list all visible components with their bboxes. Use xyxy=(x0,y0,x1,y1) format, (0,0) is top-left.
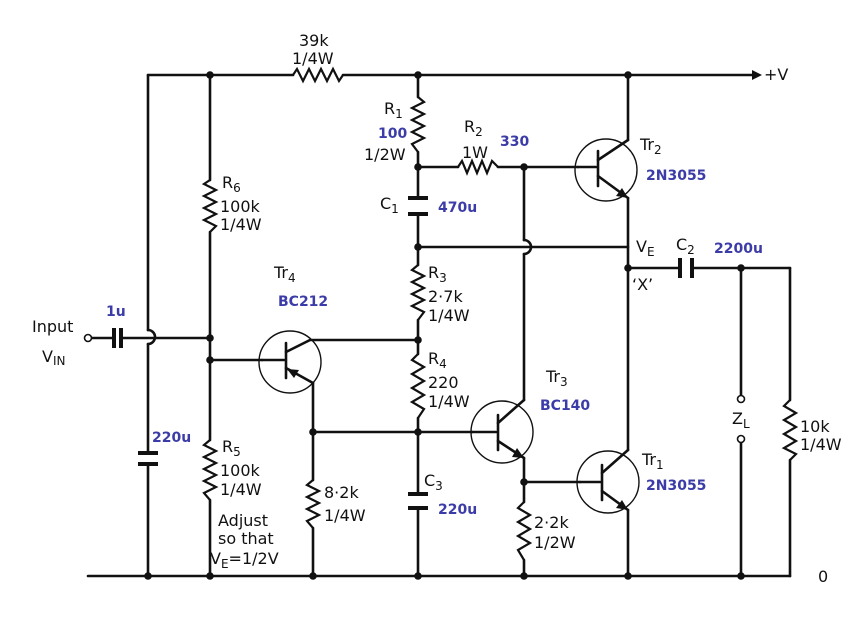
input-terminal xyxy=(83,333,93,343)
r-feedback-power: 1/4W xyxy=(292,49,334,68)
input-v-label: VIN xyxy=(42,347,65,368)
r4-value: 220 xyxy=(428,373,459,392)
tr3-name: Tr3 xyxy=(545,367,568,389)
supply-arrow xyxy=(752,70,762,80)
r-8k2-power: 1/4W xyxy=(324,506,366,525)
adjust-note-line3: VE=1/2V xyxy=(210,549,279,571)
output-v-label: VE xyxy=(636,237,655,259)
resistor-2k2 xyxy=(515,501,533,561)
wiring xyxy=(86,70,792,578)
tr2-part: 2N3055 xyxy=(646,168,706,184)
tr2-name: Tr2 xyxy=(639,135,662,157)
load-label: ZL xyxy=(732,409,750,431)
tr1-part: 2N3055 xyxy=(646,478,706,494)
r3-value: 2·7k xyxy=(428,287,463,306)
tr4-part: BC212 xyxy=(278,294,328,310)
r-feedback-value: 39k xyxy=(299,31,329,50)
resistor-r6 xyxy=(201,179,219,233)
r2-name: R2 xyxy=(464,117,483,139)
resistor-8k2 xyxy=(304,479,322,529)
resistor-r5 xyxy=(201,439,219,501)
c3-name: C3 xyxy=(424,471,443,493)
r4-power: 1/4W xyxy=(428,392,470,411)
resistor-10k xyxy=(781,399,799,461)
r3-name: R3 xyxy=(428,263,447,285)
tr1-name: Tr1 xyxy=(641,450,664,472)
r2-value: 330 xyxy=(500,134,529,150)
adjust-note-line1: Adjust xyxy=(218,511,268,530)
c1-name: C1 xyxy=(380,194,399,216)
r-10k-value: 10k xyxy=(800,417,830,436)
r-2k2-power: 1/2W xyxy=(534,533,576,552)
c2-name: C2 xyxy=(676,235,695,257)
r1-value: 100 xyxy=(378,126,407,142)
c3-value: 220u xyxy=(438,502,477,518)
c1-value: 470u xyxy=(438,200,477,216)
r6-name: R6 xyxy=(222,173,241,195)
capacitor-c-bias xyxy=(138,451,158,466)
capacitor-c3 xyxy=(408,492,428,510)
adjust-note-line2: so that xyxy=(218,529,274,548)
transistor-tr2 xyxy=(574,138,638,202)
r1-power: 1/2W xyxy=(364,145,406,164)
c2-value: 2200u xyxy=(714,241,763,257)
capacitor-c2 xyxy=(678,258,694,278)
r3-power: 1/4W xyxy=(428,306,470,325)
transistor-tr4 xyxy=(258,330,322,394)
load-terminal-top xyxy=(736,394,746,404)
r6-value: 100k xyxy=(220,197,261,216)
r5-name: R5 xyxy=(222,437,241,459)
r5-power: 1/4W xyxy=(220,480,262,499)
transistor-tr3 xyxy=(470,398,534,464)
junction-dots xyxy=(144,71,745,580)
resistor-39k xyxy=(292,66,344,84)
c-bias-value: 220u xyxy=(152,430,191,446)
r-8k2-value: 8·2k xyxy=(324,483,359,502)
capacitor-c1 xyxy=(408,196,428,216)
input-label: Input xyxy=(32,317,73,336)
supply-label: +V xyxy=(764,65,788,84)
r-10k-power: 1/4W xyxy=(800,435,842,454)
c-in-value: 1u xyxy=(106,304,126,320)
resistor-r3 xyxy=(409,264,427,321)
resistor-r2 xyxy=(457,158,499,176)
tr3-part: BC140 xyxy=(540,398,590,414)
r5-value: 100k xyxy=(220,461,261,480)
output-x-label: ‘X’ xyxy=(632,275,653,294)
transistor-tr1 xyxy=(576,448,640,514)
tr4-name: Tr4 xyxy=(273,263,296,285)
capacitor-c-in xyxy=(112,328,123,348)
resistor-r4 xyxy=(409,353,427,419)
ground-label: 0 xyxy=(818,567,828,586)
resistor-r1 xyxy=(409,96,427,153)
r4-name: R4 xyxy=(428,349,447,371)
r1-name: R1 xyxy=(384,99,403,121)
r6-power: 1/4W xyxy=(220,215,262,234)
load-terminal-bottom xyxy=(736,434,746,444)
r2-power: 1W xyxy=(462,143,488,162)
r-2k2-value: 2·2k xyxy=(534,513,569,532)
